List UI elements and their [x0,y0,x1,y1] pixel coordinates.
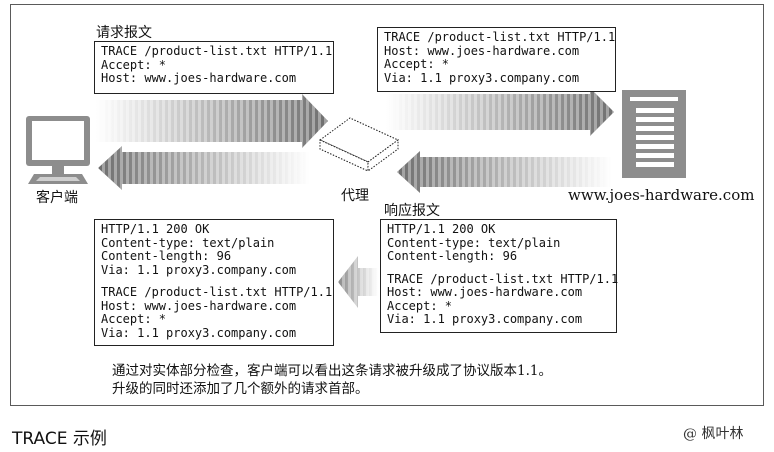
request-arrow-proxy-to-server [386,88,614,136]
request-line: TRACE /product-list.txt HTTP/1.1 [384,30,616,44]
content-type-header: Content-type: text/plain [387,235,561,250]
watermark: @ 枫叶林 [683,426,744,442]
request-box-server: TRACE /product-list.txt HTTP/1.1 Host: w… [377,27,616,92]
proxy-box-icon [319,117,399,172]
body-request-line: TRACE /product-list.txt HTTP/1.1 [101,285,333,299]
body-host-header: Host: www.joes-hardware.com [101,298,297,313]
content-length-header: Content-length: 96 [101,249,232,263]
request-box-client: TRACE /product-list.txt HTTP/1.1 Accept:… [94,41,334,94]
server-host-label: www.joes-hardware.com [568,186,755,204]
body-request-line: TRACE /product-list.txt HTTP/1.1 [387,271,619,286]
content-type-header: Content-type: text/plain [101,235,275,250]
response-box-client: HTTP/1.1 200 OK Content-type: text/plain… [94,219,334,346]
request-message-label: 请求报文 [96,25,152,41]
content-length-header: Content-length: 96 [387,249,518,263]
client-computer-icon [26,116,90,184]
body-host-header: Host: www.joes-hardware.com [387,285,583,299]
via-header: Via: 1.1 proxy3.company.com [384,70,580,85]
accept-header: Accept: * [384,57,450,71]
figure-title: TRACE 示例 [12,429,107,449]
request-line: TRACE /product-list.txt HTTP/1.1 [101,44,333,58]
response-arrow-proxy-to-client [98,146,310,190]
server-icon [622,90,686,178]
client-label: 客户端 [36,190,78,206]
via-header: Via: 1.1 proxy3.company.com [101,262,297,277]
caption-line-1: 通过对实体部分检查，客户端可以看出这条请求被升级成了协议版本1.1。 [112,363,552,379]
body-accept-header: Accept: * [387,298,453,313]
body-via-header: Via: 1.1 proxy3.company.com [387,312,583,326]
request-arrow-client-to-proxy [96,94,328,148]
small-response-arrow [338,256,378,308]
accept-header: Accept: * [101,57,167,72]
caption-line-2: 升级的同时还添加了几个额外的请求首部。 [112,381,369,397]
body-accept-header: Accept: * [101,312,167,326]
response-message-label: 响应报文 [384,203,440,219]
host-header: Host: www.joes-hardware.com [101,71,297,85]
response-box-server: HTTP/1.1 200 OK Content-type: text/plain… [380,219,619,333]
host-header: Host: www.joes-hardware.com [384,43,580,58]
status-line: HTTP/1.1 200 OK [387,222,496,236]
response-arrow-server-to-proxy [397,151,612,193]
proxy-label: 代理 [341,188,369,204]
status-line: HTTP/1.1 200 OK [101,222,210,236]
body-via-header: Via: 1.1 proxy3.company.com [101,325,297,340]
